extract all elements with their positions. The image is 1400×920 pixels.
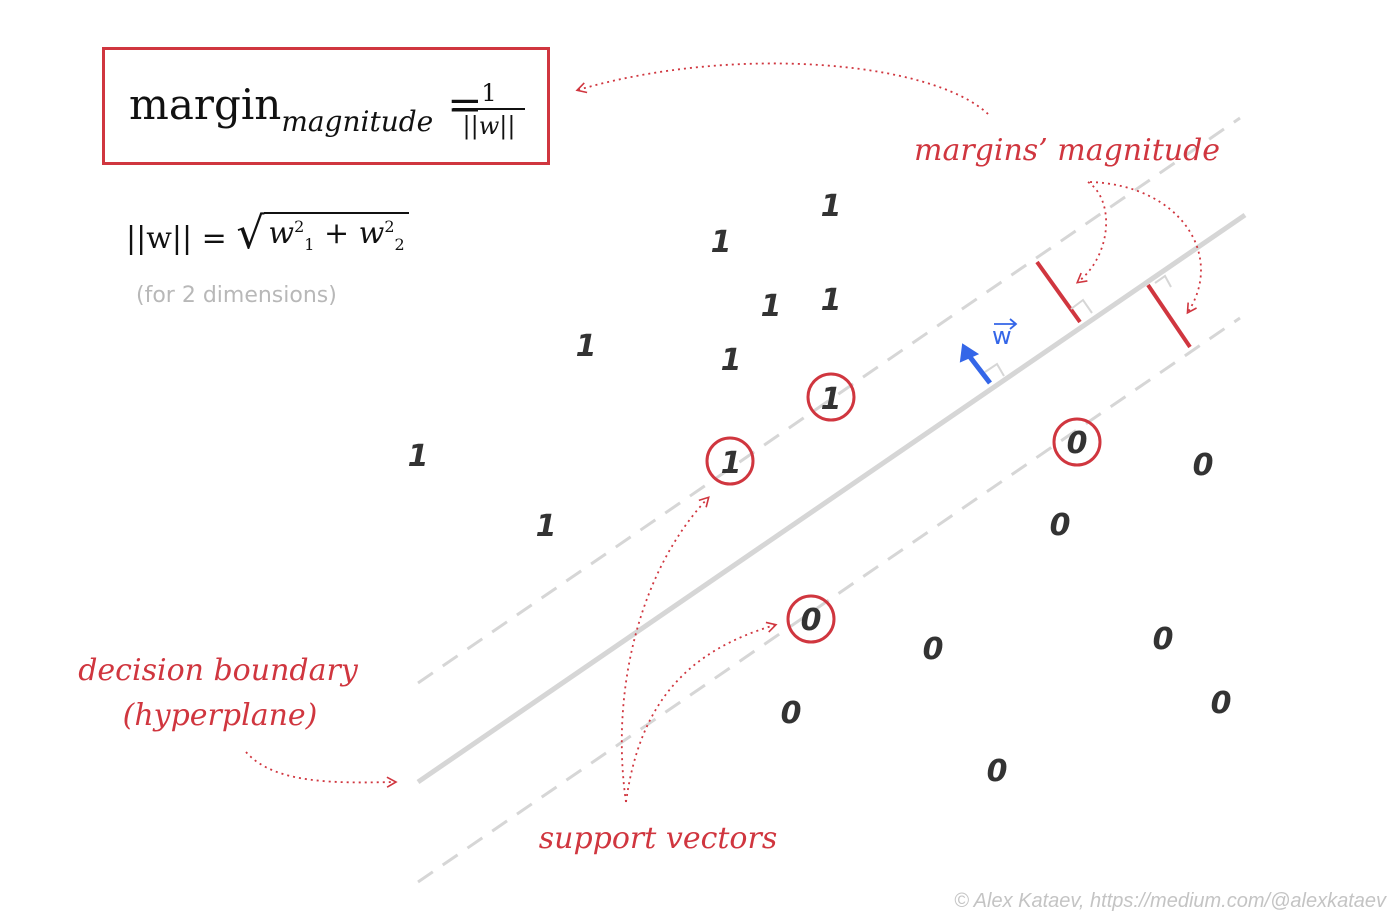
fraction-denominator: ||w|| (462, 112, 516, 140)
w2-power: 2 (384, 217, 395, 236)
class1-point: 1 (821, 283, 842, 318)
norm-lhs: ||w|| = (126, 221, 227, 256)
margin-subscript: magnitude (281, 105, 434, 138)
decision-boundary-label: decision boundary (78, 653, 359, 688)
class1-point: 1 (408, 439, 429, 474)
right-angle-mark-w (984, 362, 1005, 377)
decision-boundary-line (416, 212, 1247, 785)
equals-sign: = (447, 80, 483, 129)
w-vector-shaft (968, 355, 992, 385)
support-vector-circle (705, 436, 755, 486)
radical-sign: √ (236, 208, 265, 259)
class0-point: 0 (923, 632, 944, 667)
class1-point: 1 (821, 189, 842, 224)
w-vector-arrowhead (959, 343, 980, 363)
class1-point: 1 (536, 509, 557, 544)
class1-point: 1 (821, 382, 842, 417)
arrow-to-boundary (245, 751, 398, 788)
radicand: w21 + w22 (264, 212, 409, 254)
arrow-to-support-vector-0 (625, 621, 778, 803)
class0-point: 0 (781, 696, 802, 731)
w1-power: 2 (294, 217, 305, 236)
class0-point: 0 (1211, 686, 1232, 721)
w2-index: 2 (394, 235, 405, 254)
support-vector-circle (786, 594, 836, 644)
arrow-to-formula (575, 62, 989, 115)
margin-word: margin (129, 80, 282, 129)
right-angle-mark-lower (1154, 274, 1172, 288)
class1-point: 1 (721, 343, 742, 378)
fraction-bar (453, 108, 525, 110)
class0-point: 0 (1153, 622, 1174, 657)
class1-point: 1 (761, 289, 782, 324)
arrow-to-lower-margin (1089, 181, 1202, 315)
class1-point: 1 (576, 329, 597, 364)
credit-text: © Alex Kataev, https://medium.com/@alexk… (954, 890, 1386, 912)
support-vector-circle (1052, 417, 1102, 467)
w-vector-label-arrow (994, 318, 1018, 330)
norm-formula: ||w|| = √ w21 + w22 (126, 212, 409, 256)
class0-point: 0 (1050, 508, 1071, 543)
class0-point: 0 (1193, 448, 1214, 483)
hyperplane-label: (hyperplane) (123, 698, 318, 733)
w1-symbol: w (268, 216, 295, 251)
margin-formula-box: marginmagnitude = 1 ||w|| (102, 47, 550, 165)
margin-bar-lower (1146, 283, 1192, 349)
plus-sign: + (323, 216, 350, 251)
fraction-numerator: 1 (481, 79, 497, 107)
arrow-to-support-vector-1 (620, 496, 710, 803)
class0-point: 0 (1067, 426, 1088, 461)
class0-point: 0 (987, 754, 1008, 789)
square-root: √ w21 + w22 (236, 208, 409, 259)
class1-point: 1 (721, 446, 742, 481)
margin-bar-upper (1035, 260, 1082, 324)
support-vectors-label: support vectors (539, 821, 777, 856)
arrow-to-upper-margin (1075, 181, 1107, 284)
class0-point: 0 (801, 603, 822, 638)
right-angle-mark-upper (1070, 298, 1093, 314)
upper-margin-line (417, 116, 1241, 685)
dimension-note: (for 2 dimensions) (136, 283, 337, 308)
margins-magnitude-label: margins’ magnitude (914, 133, 1220, 168)
w1-index: 1 (304, 235, 315, 254)
class1-point: 1 (711, 225, 732, 260)
lower-margin-line (417, 316, 1241, 884)
w-vector-label: w (992, 322, 1012, 350)
support-vector-circle (806, 372, 856, 422)
margin-formula-lhs: marginmagnitude = (129, 80, 500, 138)
w2-symbol: w (358, 216, 385, 251)
margin-fraction: 1 ||w|| (453, 80, 525, 140)
